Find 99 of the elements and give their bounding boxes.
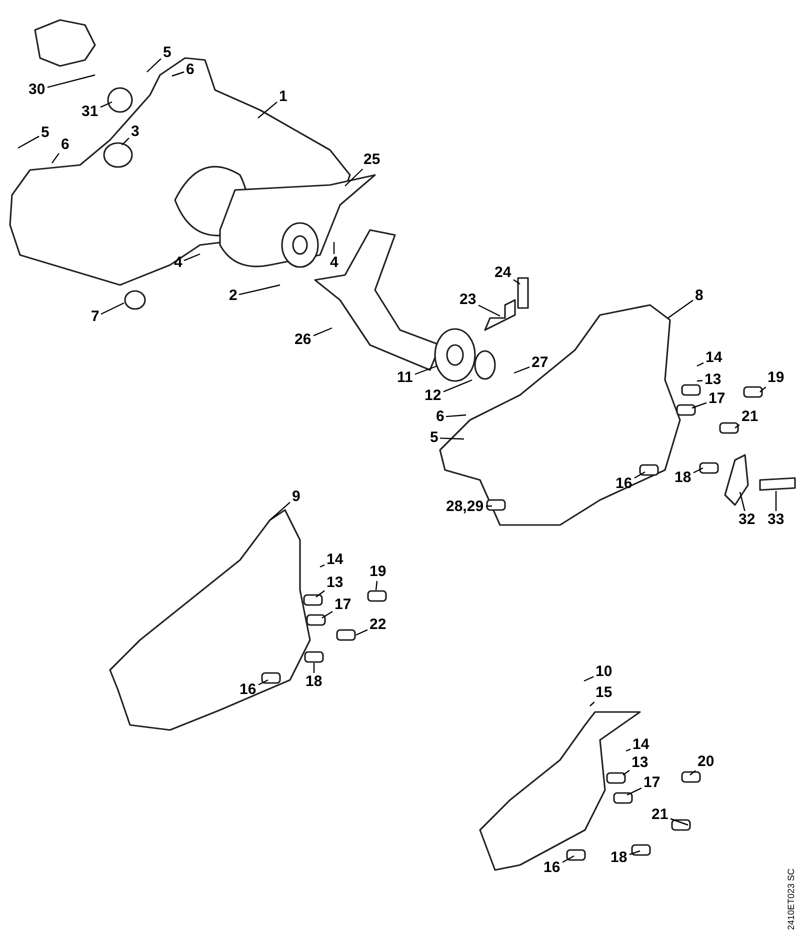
- callout-number: 13: [704, 372, 722, 388]
- callout-number: 12: [424, 388, 442, 404]
- drawing-code: 2410ET023 SC: [786, 868, 796, 930]
- leader-line: [513, 279, 520, 284]
- callout-number: 5: [430, 430, 438, 446]
- leader-line: [440, 438, 464, 440]
- callout-number: 14: [326, 552, 344, 568]
- callout-number: 4: [174, 255, 182, 271]
- callout-number: 14: [632, 737, 650, 753]
- leader-line: [316, 590, 325, 598]
- callout-number: 5: [41, 125, 50, 141]
- callout-number: 22: [370, 617, 386, 633]
- callout-number: 1: [279, 89, 288, 105]
- callout-number: 6: [61, 137, 70, 153]
- callout-number: 31: [82, 104, 98, 120]
- callout-number: 18: [306, 674, 322, 690]
- leader-line: [344, 168, 364, 186]
- callout-number: 30: [28, 82, 46, 98]
- leader-line: [693, 467, 704, 474]
- leader-line: [122, 138, 130, 146]
- leader-line: [446, 414, 466, 418]
- leader-line: [18, 136, 40, 149]
- leader-line: [52, 152, 60, 164]
- leader-line: [146, 58, 162, 72]
- callout-number: 6: [436, 409, 444, 425]
- callout-number: 17: [644, 775, 660, 791]
- callout-number: 17: [708, 391, 726, 407]
- leader-line: [775, 491, 777, 511]
- leader-line: [734, 424, 740, 428]
- callout-number: 21: [652, 807, 668, 823]
- leader-line: [692, 402, 707, 409]
- callout-number: 13: [326, 575, 344, 591]
- leader-line: [562, 855, 574, 863]
- callout-number: 19: [768, 370, 784, 386]
- callout-number: 9: [292, 489, 300, 505]
- leader-line: [696, 362, 704, 367]
- leader-line: [313, 327, 332, 336]
- leader-line: [626, 748, 631, 752]
- leader-line: [258, 679, 268, 686]
- leader-line: [333, 242, 335, 254]
- leader-line: [760, 386, 766, 392]
- leader-line: [739, 492, 746, 512]
- leader-line: [590, 702, 595, 706]
- leader-line: [443, 379, 472, 392]
- callout-number: 11: [397, 370, 413, 386]
- leader-line: [172, 71, 184, 77]
- callout-number: 18: [674, 470, 692, 486]
- callout-number: 16: [616, 476, 632, 492]
- leader-line: [478, 304, 500, 317]
- callout-number: 20: [698, 754, 714, 770]
- callout-number: 24: [494, 265, 512, 281]
- leader-line: [414, 365, 438, 375]
- leader-line: [670, 818, 688, 826]
- leader-line: [584, 676, 594, 682]
- leader-line: [486, 505, 492, 507]
- callout-number: 17: [334, 597, 352, 613]
- callout-number: 8: [695, 288, 704, 304]
- callout-number: 16: [544, 860, 560, 876]
- leader-line: [690, 770, 696, 776]
- callout-number: 4: [330, 255, 338, 271]
- callout-number: 21: [742, 409, 758, 425]
- callout-number: 23: [460, 292, 476, 308]
- leader-line: [313, 663, 315, 673]
- leader-line: [514, 366, 530, 374]
- leader-line: [184, 253, 200, 262]
- callout-number: 33: [768, 512, 784, 528]
- callout-number: 28,29: [446, 499, 484, 515]
- leader-line: [375, 580, 378, 590]
- leader-line: [629, 850, 640, 856]
- leader-line: [622, 770, 630, 776]
- callout-number: 16: [240, 682, 256, 698]
- leader-line: [100, 101, 112, 108]
- callout-number: 15: [596, 685, 612, 701]
- leader-line: [320, 564, 325, 568]
- leader-line: [238, 284, 280, 296]
- leader-line: [668, 300, 694, 318]
- callout-number: 26: [294, 332, 312, 348]
- leader-line: [626, 788, 642, 796]
- callout-number: 27: [532, 355, 548, 371]
- leader-line: [356, 629, 368, 636]
- callout-number: 3: [131, 124, 140, 140]
- callout-number: 2: [229, 288, 238, 304]
- callout-number: 5: [163, 45, 172, 61]
- callout-number: 14: [706, 350, 722, 366]
- leader-line: [100, 302, 124, 315]
- callout-number: 6: [186, 62, 194, 78]
- leader-line: [322, 610, 333, 619]
- leader-line: [270, 502, 290, 520]
- callout-number: 13: [632, 755, 648, 771]
- callout-number: 18: [610, 850, 628, 866]
- leader-line: [634, 471, 646, 479]
- callout-number: 7: [91, 309, 100, 325]
- callout-number: 10: [596, 664, 612, 680]
- callout-number: 25: [364, 152, 380, 168]
- leader-line: [696, 380, 703, 382]
- callout-number: 32: [738, 512, 756, 528]
- leader-line: [47, 74, 96, 88]
- leader-line: [258, 102, 278, 118]
- callout-number: 19: [370, 564, 386, 580]
